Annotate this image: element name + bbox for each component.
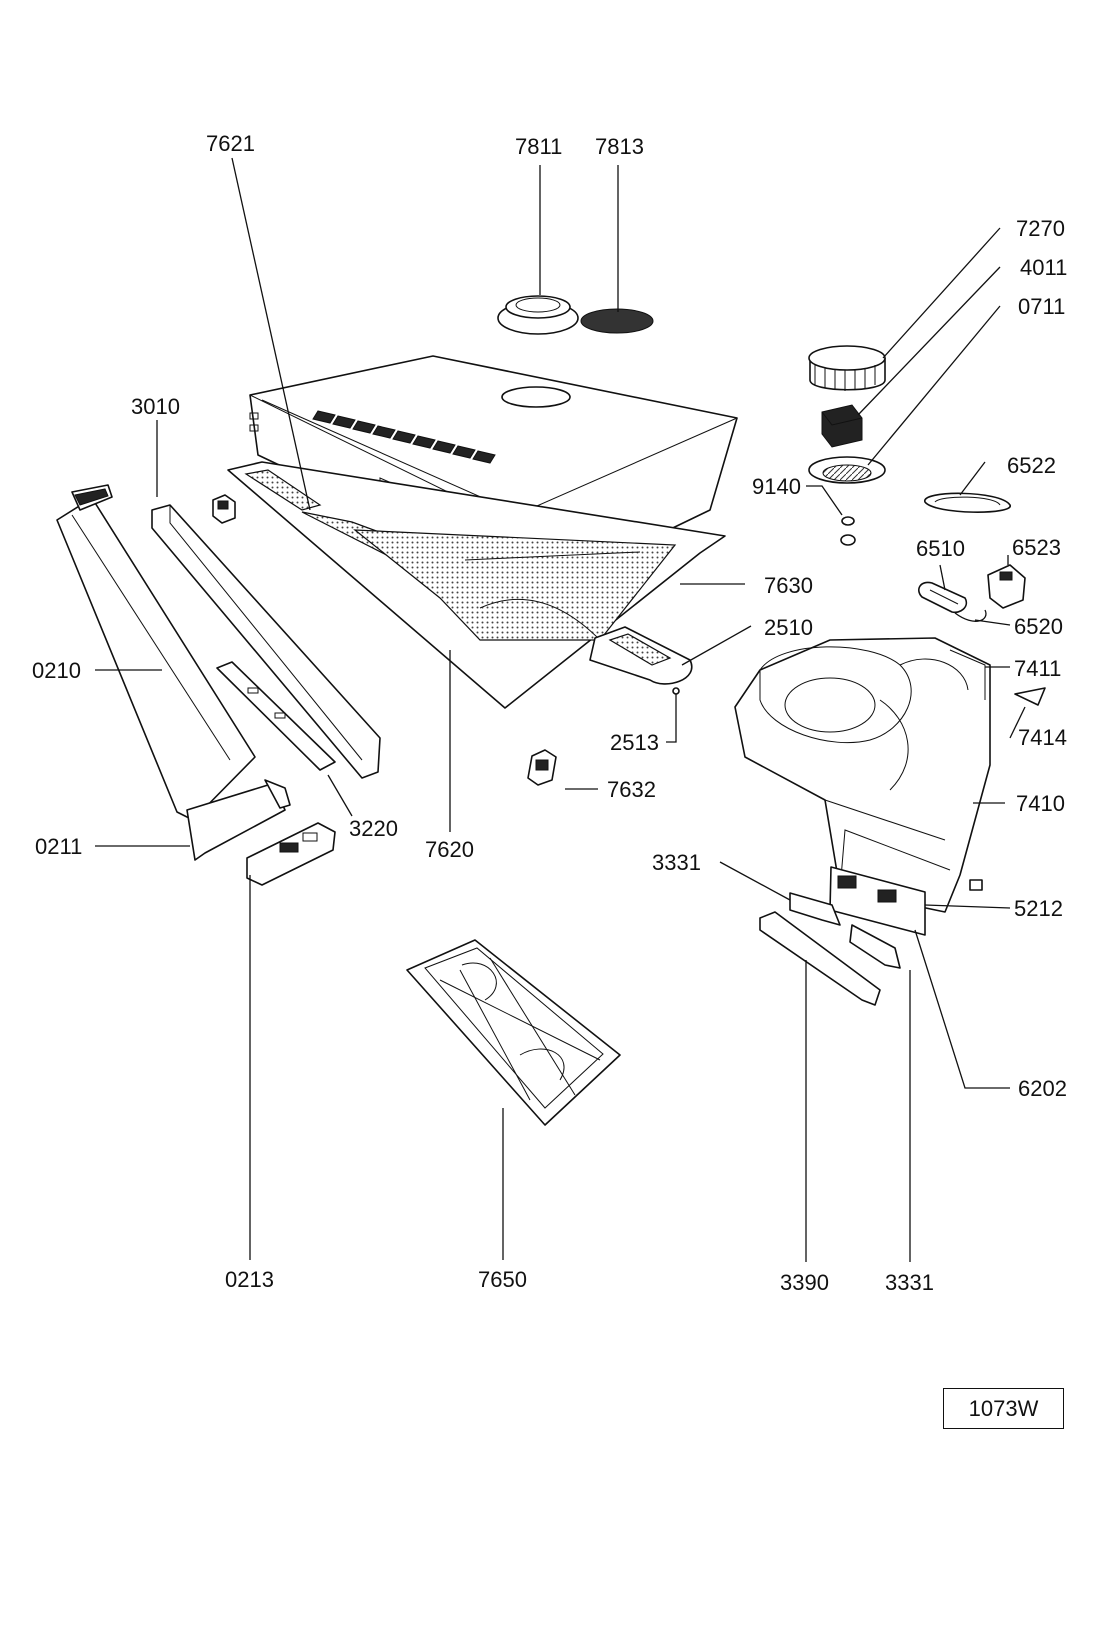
hood-vent-slots <box>312 410 496 464</box>
part-3010-profile <box>151 504 381 779</box>
label-7620: 7620 <box>425 837 474 862</box>
label-7414: 7414 <box>1018 725 1067 750</box>
label-3331-lower: 3331 <box>885 1270 934 1295</box>
part-4011-motor <box>821 404 863 448</box>
part-7630-filter-frame <box>227 461 726 709</box>
part-7813-mesh-disc <box>580 308 654 334</box>
part-0211-bracket <box>186 779 291 861</box>
part-3331-clip-upper <box>789 892 841 926</box>
part-7632-clip <box>527 749 557 786</box>
label-3390: 3390 <box>780 1270 829 1295</box>
part-0210-glass-panel <box>56 484 256 821</box>
part-labels: 7621 7811 7813 7270 4011 0711 3010 6522 … <box>32 131 1067 1295</box>
part-3220-control-strip <box>216 661 336 771</box>
label-0711: 0711 <box>1018 294 1065 319</box>
label-7270: 7270 <box>1016 216 1065 241</box>
document-code-box: 1073W <box>943 1388 1064 1429</box>
label-7630: 7630 <box>764 573 813 598</box>
label-9140: 9140 <box>752 474 801 499</box>
part-6510-bulb <box>918 581 968 614</box>
label-6520: 6520 <box>1014 614 1063 639</box>
part-7410-fan-housing <box>734 637 991 913</box>
part-3390-bar <box>759 911 881 1006</box>
label-2513: 2513 <box>610 730 659 755</box>
label-6510: 6510 <box>916 536 965 561</box>
label-3220: 3220 <box>349 816 398 841</box>
part-7414-knob <box>1014 687 1046 706</box>
label-0210: 0210 <box>32 658 81 683</box>
label-7632: 7632 <box>607 777 656 802</box>
label-0213: 0213 <box>225 1267 274 1292</box>
label-7621: 7621 <box>206 131 255 156</box>
label-6523: 6523 <box>1012 535 1061 560</box>
part-6522-lamp-cover <box>924 492 1011 513</box>
part-5212-board <box>829 866 926 936</box>
part-small-block <box>969 879 983 891</box>
part-7650-grease-filter <box>406 939 621 1126</box>
part-9140-spacers <box>840 516 856 546</box>
part-0711-motor-plate <box>808 456 886 484</box>
part-7811-collar <box>497 295 579 335</box>
leader-lines <box>95 157 1026 1262</box>
label-7650: 7650 <box>478 1267 527 1292</box>
label-7410: 7410 <box>1016 791 1065 816</box>
part-2510-tray <box>589 626 693 685</box>
document-code: 1073W <box>968 1395 1039 1421</box>
label-2510: 2510 <box>764 615 813 640</box>
part-6523-lamp-holder <box>987 564 1026 609</box>
label-7813: 7813 <box>595 134 644 159</box>
label-3010: 3010 <box>131 394 180 419</box>
label-7411: 7411 <box>1014 656 1061 681</box>
part-3331-clip-lower <box>849 924 901 969</box>
part-0213-switch-block <box>246 822 336 886</box>
part-7270-fan-wheel <box>808 345 886 391</box>
part-2513-screw <box>672 687 680 706</box>
label-6202: 6202 <box>1018 1076 1067 1101</box>
label-6522: 6522 <box>1007 453 1056 478</box>
label-5212: 5212 <box>1014 896 1063 921</box>
part-filter-clip <box>212 494 236 524</box>
label-0211: 0211 <box>35 834 82 859</box>
label-7811: 7811 <box>515 134 562 159</box>
label-4011: 4011 <box>1020 255 1067 280</box>
label-3331-upper: 3331 <box>652 850 701 875</box>
